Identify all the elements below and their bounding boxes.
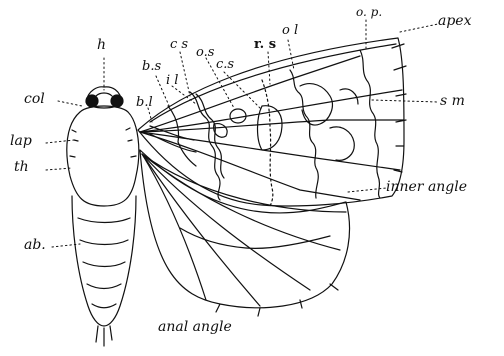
leader-col	[58, 101, 82, 106]
moth-eye-left	[86, 95, 98, 107]
leader-lap	[46, 140, 74, 143]
moth-eye-right	[111, 95, 123, 107]
label-inner-angle: inner angle	[386, 180, 467, 194]
moth-collar	[80, 106, 128, 112]
moth-abdomen	[72, 196, 136, 326]
label-os: o.s	[196, 46, 214, 59]
label-cs1: c s	[170, 38, 188, 51]
label-il: i l	[166, 74, 178, 87]
label-lap: lap	[10, 134, 32, 148]
leader-inner-angle	[348, 188, 386, 192]
label-cs2: c.s	[216, 58, 234, 71]
label-bl: b.l	[136, 96, 153, 109]
leader-apex	[400, 24, 438, 32]
median-dotted-line	[262, 80, 273, 206]
moth-thorax	[67, 112, 139, 206]
label-apex: apex	[438, 14, 472, 28]
label-ab: ab.	[24, 238, 46, 252]
label-anal-angle: anal angle	[158, 320, 232, 334]
moth-body	[67, 87, 139, 346]
label-sm: s m	[440, 94, 465, 108]
subterminal-line	[360, 50, 380, 198]
label-h: h	[97, 38, 106, 52]
label-col: col	[24, 92, 45, 106]
leader-rs	[268, 52, 270, 84]
leader-sm	[372, 100, 438, 102]
label-op: o. p.	[356, 6, 382, 18]
label-bs: b.s	[142, 60, 161, 73]
orbicular-spot	[230, 109, 246, 123]
label-ol: o l	[282, 24, 298, 37]
leader-cs1	[180, 52, 190, 96]
leader-lines	[46, 20, 438, 247]
outer-line	[290, 70, 318, 198]
label-th: th	[14, 160, 29, 174]
label-rs: r. s	[254, 38, 276, 51]
